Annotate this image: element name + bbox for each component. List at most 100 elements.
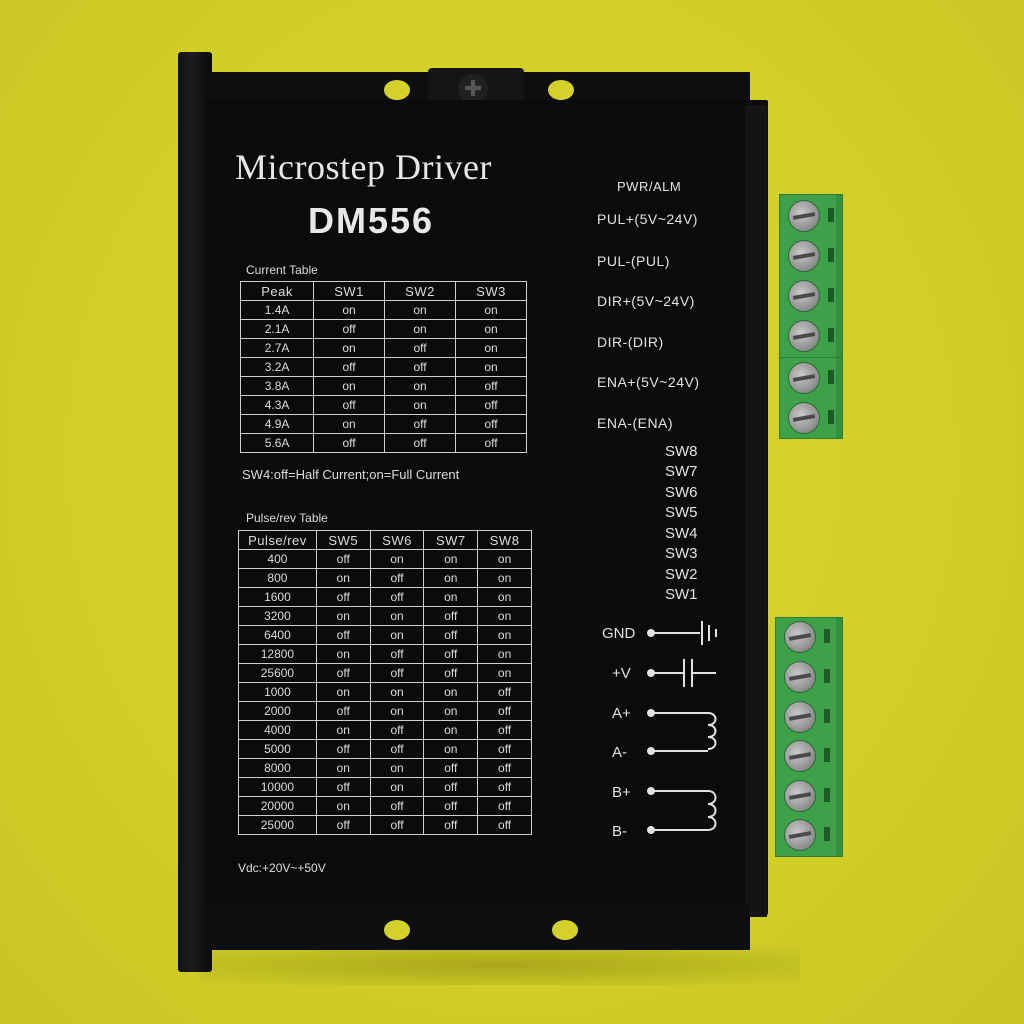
table-cell: off (477, 720, 532, 740)
mounting-hole (384, 80, 410, 100)
table-cell: on (313, 300, 386, 320)
terminal-slot (824, 748, 830, 762)
power-pin-label: GND (602, 625, 636, 642)
table-cell: off (477, 815, 532, 835)
table-cell: 6400 (238, 625, 317, 645)
terminal-slot (824, 629, 830, 643)
table-cell: on (369, 777, 425, 797)
table-cell: off (369, 739, 425, 759)
table-cell: 4000 (238, 720, 317, 740)
terminal-screw[interactable] (788, 200, 820, 232)
pin-label: PUL-(PUL) (597, 253, 670, 269)
drop-shadow (200, 945, 800, 985)
table-cell: on (455, 338, 527, 358)
table-cell: off (423, 777, 479, 797)
table-cell: off (315, 587, 371, 607)
table-cell: off (423, 625, 479, 645)
table-cell: on (369, 682, 425, 702)
dip-switch-label: SW1 (665, 586, 698, 603)
table-cell: on (423, 720, 479, 740)
terminal-screw[interactable] (788, 280, 820, 312)
table-cell: 5.6A (239, 433, 315, 453)
table-cell: off (477, 796, 532, 816)
table-cell: off (313, 433, 386, 453)
terminal-screw[interactable] (788, 402, 820, 434)
table-header-cell: SW2 (384, 281, 456, 301)
table-cell: off (423, 796, 479, 816)
screw-icon: ✚ (458, 74, 488, 104)
table-cell: 3.8A (239, 376, 315, 396)
pin-label: DIR-(DIR) (597, 334, 664, 350)
table-cell: 12800 (238, 644, 317, 664)
table-cell: 3.2A (239, 357, 315, 377)
table-cell: off (369, 815, 425, 835)
table-cell: on (315, 568, 371, 588)
table-header-cell: SW6 (369, 530, 425, 550)
table-cell: on (369, 549, 425, 569)
table-cell: off (315, 739, 371, 759)
terminal-screw[interactable] (784, 780, 816, 812)
table-cell: 800 (238, 568, 317, 588)
dip-switch-label: SW7 (665, 463, 698, 480)
terminal-slot (828, 288, 834, 302)
table-cell: off (477, 758, 532, 778)
dip-switch-label: SW6 (665, 484, 698, 501)
table-cell: 2000 (238, 701, 317, 721)
table-cell: off (313, 319, 386, 339)
table-cell: off (477, 701, 532, 721)
product-title: Microstep Driver (235, 147, 492, 187)
table-header-cell: SW5 (315, 530, 371, 550)
terminal-slot (828, 328, 834, 342)
mounting-hole (552, 920, 578, 940)
table-cell: on (477, 663, 532, 683)
terminal-slot (824, 669, 830, 683)
table-cell: on (423, 568, 479, 588)
table-cell: on (477, 644, 532, 664)
table-cell: off (369, 796, 425, 816)
table-cell: 5000 (238, 739, 317, 759)
enable-terminal-block (779, 357, 843, 439)
terminal-screw[interactable] (784, 819, 816, 851)
current-table-caption: Current Table (246, 263, 318, 277)
table-cell: off (313, 357, 386, 377)
table-cell: on (369, 701, 425, 721)
table-cell: on (369, 625, 425, 645)
table-cell: on (477, 625, 532, 645)
terminal-screw[interactable] (784, 621, 816, 653)
table-cell: on (423, 549, 479, 569)
sw4-note: SW4:off=Half Current;on=Full Current (242, 467, 460, 482)
table-cell: off (369, 568, 425, 588)
table-cell: off (477, 777, 532, 797)
table-cell: 1.4A (239, 300, 315, 320)
terminal-screw[interactable] (784, 661, 816, 693)
terminal-screw[interactable] (784, 701, 816, 733)
power-pin-label: A- (612, 744, 627, 761)
power-pin-label: B+ (612, 784, 631, 801)
terminal-screw[interactable] (788, 362, 820, 394)
terminal-screw[interactable] (788, 320, 820, 352)
table-cell: on (455, 357, 527, 377)
table-cell: 20000 (238, 796, 317, 816)
table-cell: off (384, 414, 456, 434)
terminal-slot (828, 410, 834, 424)
table-cell: 10000 (238, 777, 317, 797)
terminal-screw[interactable] (784, 740, 816, 772)
table-cell: on (369, 758, 425, 778)
table-cell: on (315, 682, 371, 702)
table-cell: off (455, 433, 527, 453)
terminal-slot (824, 709, 830, 723)
table-cell: 1600 (238, 587, 317, 607)
terminal-screw[interactable] (788, 240, 820, 272)
